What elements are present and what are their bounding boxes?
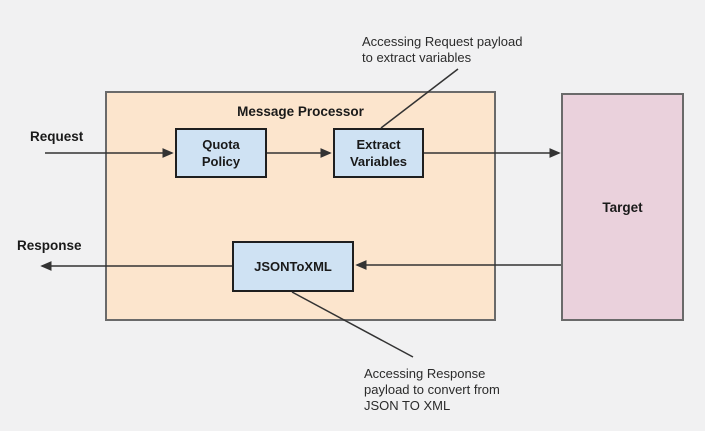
response-label: Response (17, 238, 82, 253)
target-box: Target (561, 93, 684, 321)
response-payload-annotation-line1: Accessing Response (364, 366, 486, 381)
message-processor-title: Message Processor (237, 104, 364, 119)
request-payload-annotation-line1: Accessing Request payload (362, 34, 523, 49)
jsontoxml-label: JSONToXML (254, 259, 332, 274)
request-payload-annotation-line2: to extract variables (362, 49, 472, 65)
response-payload-annotation-line2: payload to convert from (364, 382, 500, 397)
response-payload-annotation-line3: JSON TO XML (364, 398, 451, 413)
extract-variables-label-line2: Variables (349, 154, 408, 169)
jsontoxml-box: JSONToXML (232, 241, 354, 292)
target-label: Target (602, 199, 643, 215)
response-payload-annotation: Accessing Response payload to convert fr… (364, 366, 500, 414)
quota-policy-label-line1: Quota (202, 137, 240, 152)
extract-variables-box: Extract Variables (333, 128, 424, 178)
quota-policy-label-line2: Policy (201, 154, 241, 169)
extract-variables-label-line1: Extract (356, 137, 401, 152)
quota-policy-box: Quota Policy (175, 128, 267, 178)
request-label: Request (30, 129, 84, 144)
request-payload-annotation: Accessing Request payload to extract var… (362, 34, 522, 65)
